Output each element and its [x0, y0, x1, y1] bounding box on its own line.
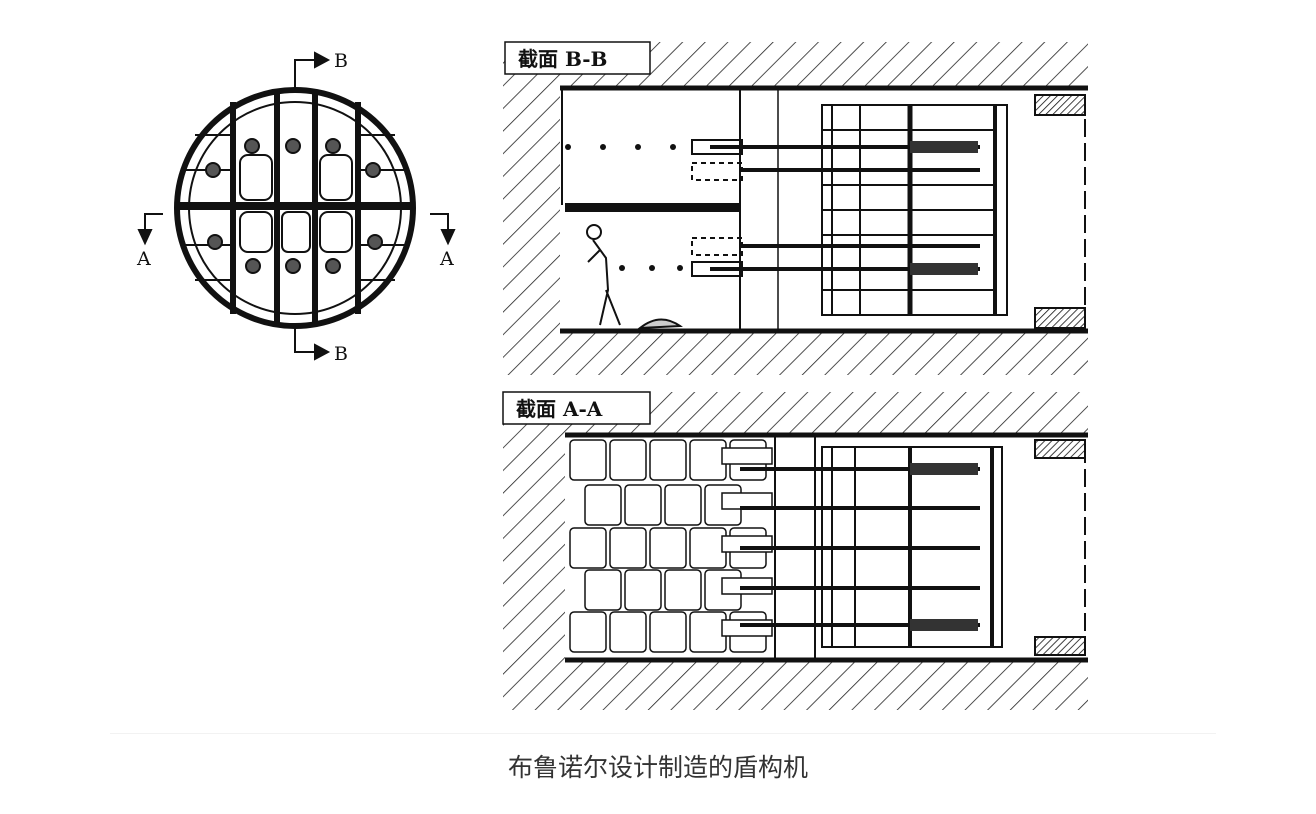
- segment-block: [649, 439, 687, 481]
- figure-caption: 布鲁诺尔设计制造的盾构机: [507, 753, 808, 782]
- segment-block: [689, 527, 727, 569]
- segment-block: [584, 484, 622, 526]
- segment-block: [664, 569, 702, 611]
- segment-block: [689, 439, 727, 481]
- segment-block: [609, 527, 647, 569]
- jack-cylinder: [721, 447, 773, 465]
- section-mark-a-left: A: [136, 248, 151, 270]
- segment-block: [689, 611, 727, 653]
- segment-block: [569, 439, 607, 481]
- segment-block: [584, 569, 622, 611]
- section-aa-label: 截面 A-A: [516, 397, 603, 421]
- section-mark-a-right: A: [439, 248, 454, 270]
- segment-block: [569, 527, 607, 569]
- segment-block: [649, 611, 687, 653]
- segment-block: [664, 484, 702, 526]
- caption-divider: [110, 733, 1216, 734]
- section-mark-b-bottom: B: [334, 343, 348, 365]
- segment-block: [624, 484, 662, 526]
- section-bb-view: 截面 B-B: [503, 41, 1088, 375]
- section-mark-b-top: B: [334, 50, 348, 72]
- worker-figure: [586, 224, 683, 330]
- segment-block: [624, 569, 662, 611]
- segment-block: [649, 527, 687, 569]
- jack-cylinder: [721, 619, 773, 637]
- section-bb-label: 截面 B-B: [518, 47, 607, 71]
- segment-block: [569, 611, 607, 653]
- segment-block: [609, 439, 647, 481]
- segment-block: [609, 611, 647, 653]
- front-view: B B A A: [136, 50, 456, 365]
- section-aa-view: 截面 A-A: [502, 391, 1088, 710]
